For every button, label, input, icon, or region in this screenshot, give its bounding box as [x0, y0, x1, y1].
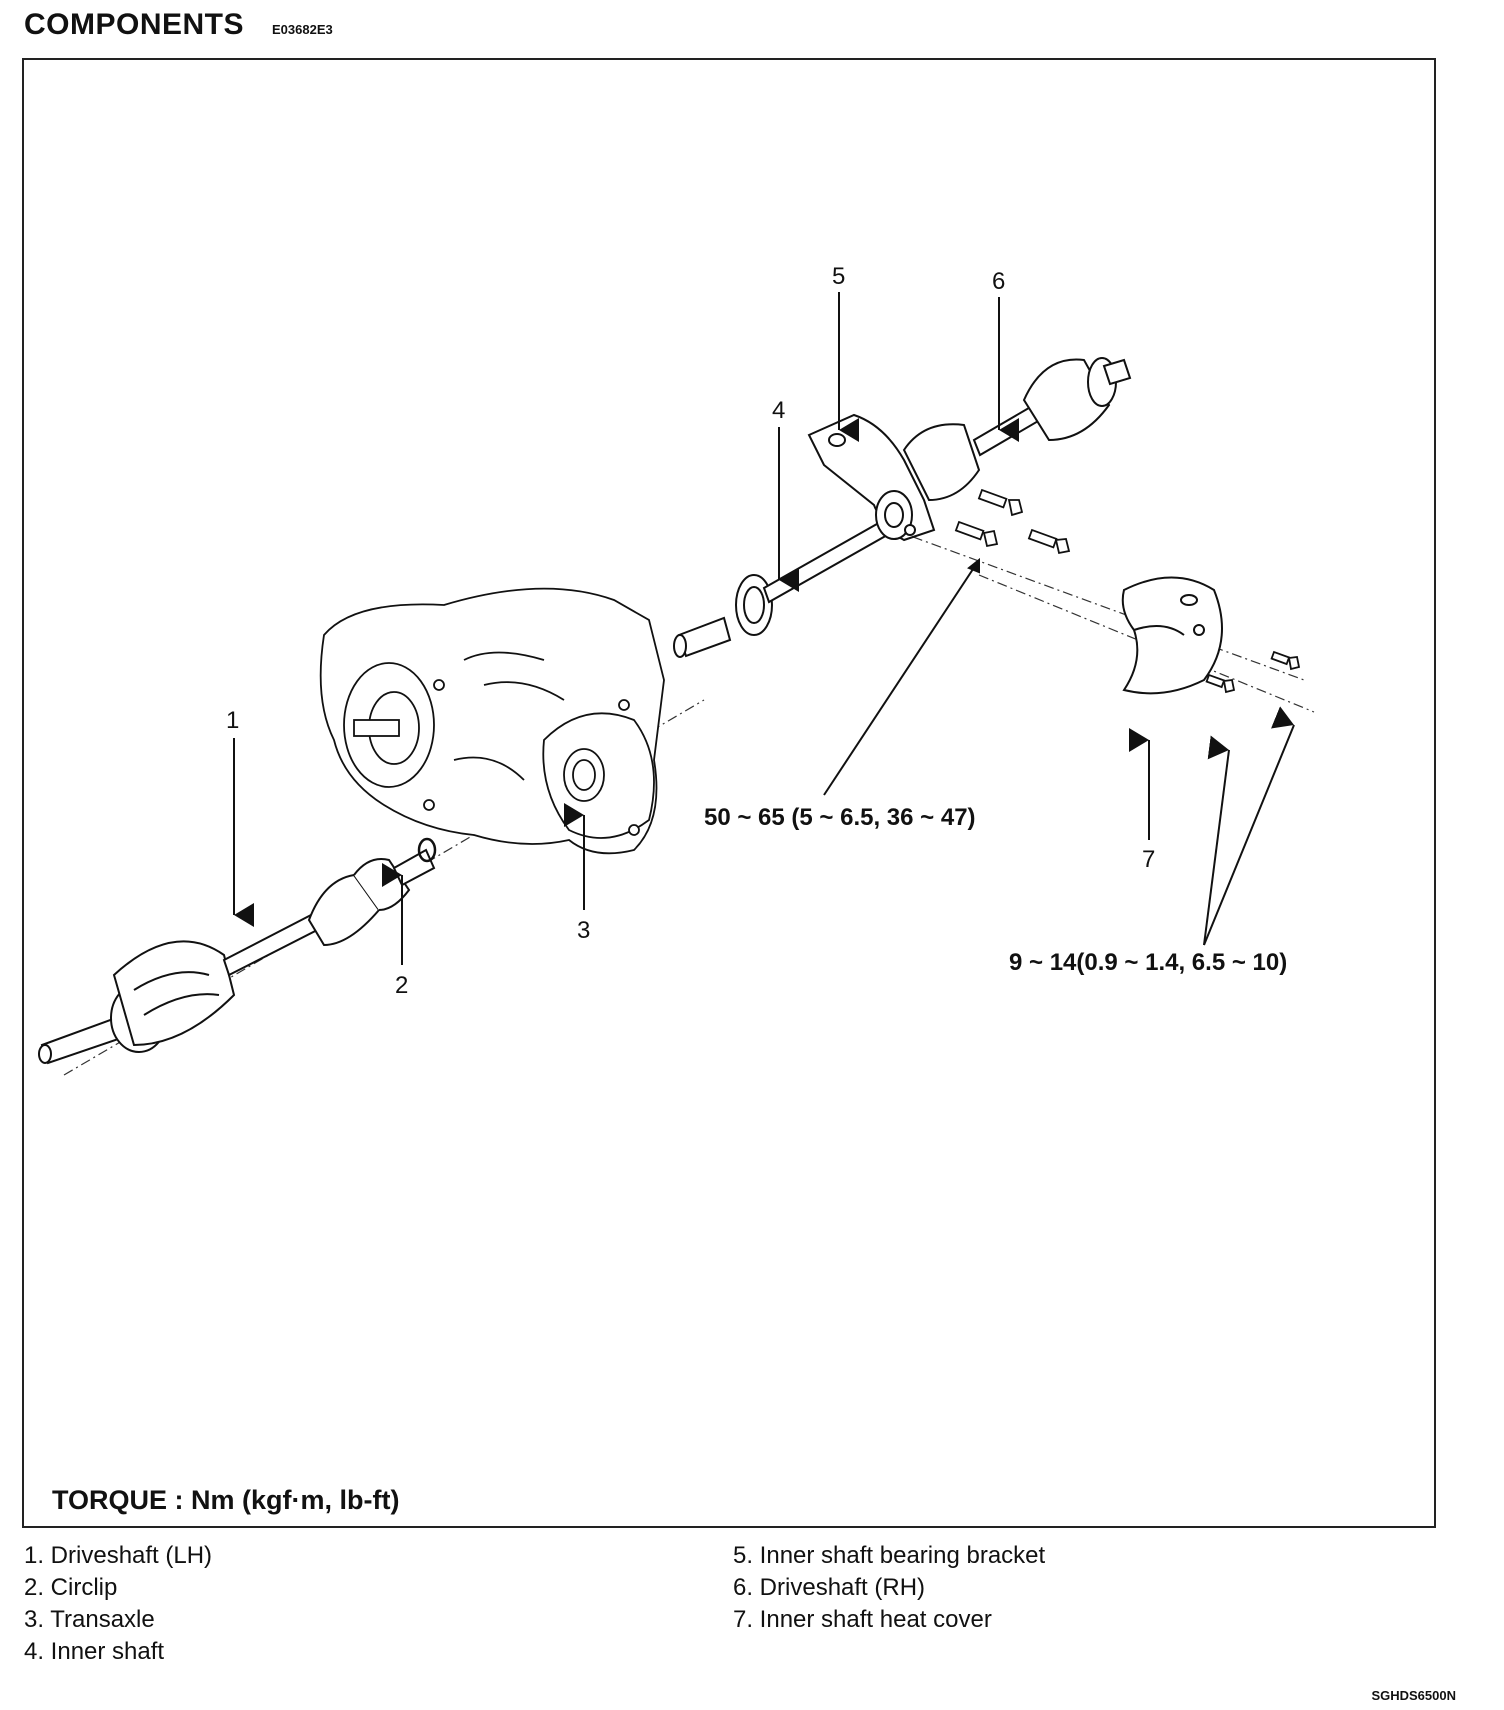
callout-4: 4: [772, 397, 785, 424]
driveshaft-lh-drawing: [38, 848, 436, 1065]
legend-item: 5. Inner shaft bearing bracket: [733, 1542, 1046, 1569]
diagram-frame: 1 2 3 4 5 6 7 50 ~ 65 (5 ~ 6.5, 36 ~ 47)…: [22, 58, 1436, 1528]
legend-item: 3. Transaxle: [24, 1606, 155, 1633]
legend-item: 2. Circlip: [24, 1574, 118, 1601]
callout-7: 7: [1142, 846, 1155, 873]
torque-value-heat-cover-bolts: 9 ~ 14(0.9 ~ 1.4, 6.5 ~ 10): [1009, 949, 1287, 976]
callout-2: 2: [395, 972, 408, 999]
callout-1: 1: [226, 707, 239, 734]
torque-value-bracket-bolts: 50 ~ 65 (5 ~ 6.5, 36 ~ 47): [704, 804, 976, 831]
callout-6: 6: [992, 268, 1005, 295]
transaxle-drawing: [319, 587, 665, 855]
legend-right-column: 5. Inner shaft bearing bracket 6. Drives…: [733, 1540, 1045, 1636]
legend-item: 6. Driveshaft (RH): [733, 1574, 926, 1601]
legend-item: 1. Driveshaft (LH): [24, 1542, 213, 1569]
legend-left-column: 1. Driveshaft (LH) 2. Circlip 3. Transax…: [24, 1540, 212, 1668]
callout-5: 5: [832, 263, 845, 290]
driveshaft-rh-drawing: [902, 357, 1132, 502]
callout-3: 3: [577, 917, 590, 944]
legend-item: 7. Inner shaft heat cover: [733, 1606, 992, 1633]
heat-cover-drawing: [1121, 576, 1223, 695]
inner-shaft-drawing: [673, 518, 891, 658]
circlip-drawing: [417, 837, 437, 863]
bearing-bracket-drawing: [807, 413, 936, 542]
figure-reference-code: SGHDS6500N: [1371, 1688, 1456, 1703]
legend-item: 4. Inner shaft: [24, 1638, 165, 1665]
callout-arrows: [233, 292, 1295, 965]
exploded-view-diagram: 1 2 3 4 5 6 7 50 ~ 65 (5 ~ 6.5, 36 ~ 47)…: [38, 263, 1315, 1076]
page-title: COMPONENTS: [24, 8, 245, 41]
section-code: E03682E3: [272, 22, 333, 37]
heat-cover-axis-line: [893, 529, 1305, 681]
torque-unit-note: TORQUE : Nm (kgf·m, lb-ft): [52, 1485, 400, 1515]
page-header: COMPONENTS E03682E3: [24, 8, 333, 42]
bolts-drawing: [954, 488, 1301, 694]
